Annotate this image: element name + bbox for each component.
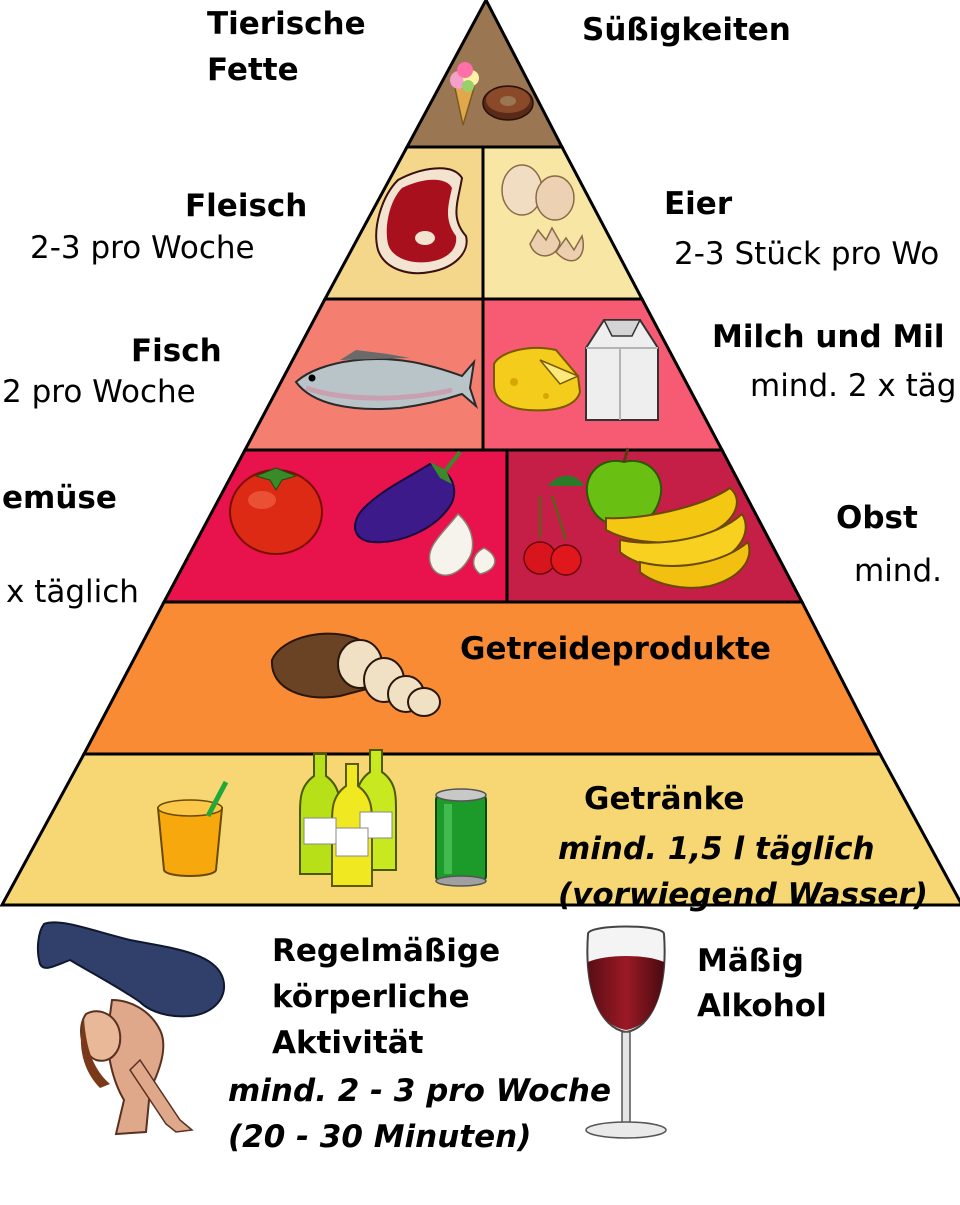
breakdancer-icon (36, 921, 225, 1136)
label-alcohol-l1: Mäßig (697, 943, 804, 979)
label-activity-l1: Regelmäßige (272, 933, 500, 969)
tomato-icon (229, 467, 323, 555)
label-fish: Fisch (131, 333, 222, 369)
amount-dairy: mind. 2 x täg (750, 368, 956, 404)
tier-eggs (481, 145, 645, 301)
label-fruit: Obst (836, 500, 918, 536)
amount-activity-l2: (20 - 30 Minuten) (228, 1119, 531, 1155)
label-sweets: Süßigkeiten (582, 12, 791, 48)
wine-glass-icon (585, 925, 667, 1139)
tier-grains (81, 600, 883, 756)
amount-fruit: mind. (854, 553, 942, 589)
cheese-icon (493, 346, 582, 412)
label-activity-l2: körperliche (272, 979, 470, 1015)
fish-icon (294, 350, 479, 410)
amount-activity-l1: mind. 2 - 3 pro Woche (228, 1073, 611, 1109)
amount-drinks-l2: (vorwiegend Wasser) (558, 877, 928, 913)
amount-fish: 2 pro Woche (2, 374, 196, 410)
eggs-icon (501, 164, 584, 262)
bottles-icon (299, 749, 397, 887)
amount-drinks-l1: mind. 1,5 l täglich (558, 831, 875, 867)
label-dairy: Milch und Mil (712, 319, 945, 355)
pyramid (0, 0, 960, 907)
label-eggs: Eier (664, 186, 733, 222)
amount-vegetables: x täglich (6, 574, 139, 610)
tier-sweets-fats (404, 0, 565, 149)
garlic-icon (428, 512, 496, 576)
bananas-icon (605, 486, 751, 589)
label-grains: Getreideprodukte (460, 631, 771, 667)
amount-eggs: 2-3 Stück pro Wo (674, 236, 939, 272)
cherries-icon (523, 475, 584, 576)
amount-meat: 2-3 pro Woche (30, 230, 255, 266)
milk-carton-icon (585, 319, 659, 421)
label-alcohol-l2: Alkohol (697, 988, 827, 1024)
can-icon (435, 788, 487, 887)
label-meat: Fleisch (185, 188, 307, 224)
label-activity-l3: Aktivität (272, 1025, 424, 1061)
ice-cream-icon (450, 62, 479, 126)
steak-icon (375, 167, 468, 275)
label-vegetables: emüse (2, 480, 117, 516)
label-drinks: Getränke (584, 781, 744, 817)
donut-icon (482, 85, 534, 121)
label-animal-fats-l1: Tierische (207, 6, 366, 42)
juice-glass-icon (156, 780, 229, 877)
eggplant-icon (354, 450, 462, 544)
bread-icon (270, 632, 441, 717)
label-animal-fats-l2: Fette (207, 52, 299, 88)
